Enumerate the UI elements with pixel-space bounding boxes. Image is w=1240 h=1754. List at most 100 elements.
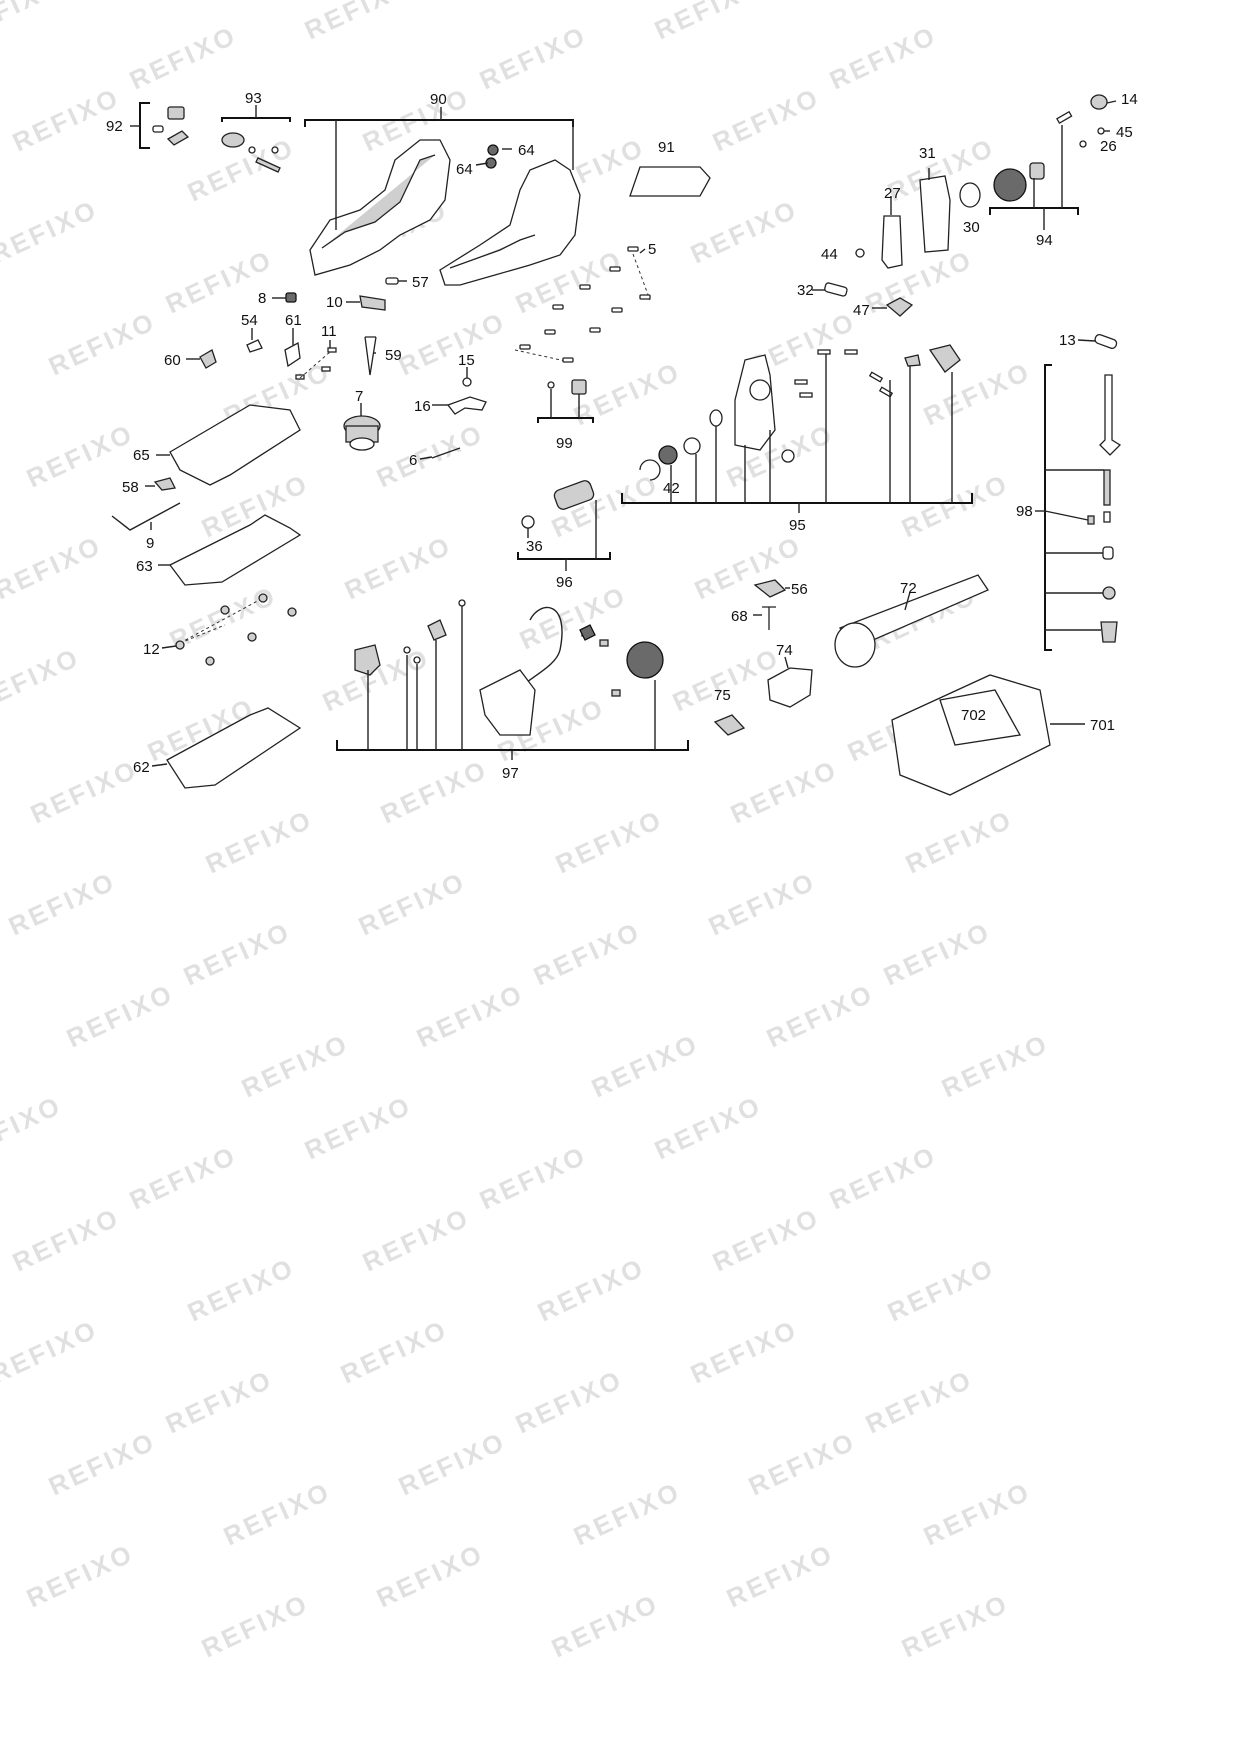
watermark-text: REFIXO xyxy=(62,978,179,1054)
callout-90: 90 xyxy=(430,91,447,108)
watermark-text: REFIXO xyxy=(722,1538,839,1614)
watermark-text: REFIXO xyxy=(861,1364,978,1440)
watermark-text: REFIXO xyxy=(475,20,592,96)
callout-15: 15 xyxy=(458,352,475,369)
callout-13: 13 xyxy=(1059,332,1076,349)
watermark-text: REFIXO xyxy=(919,1476,1036,1552)
callout-labels: 92 93 90 64 64 91 31 27 14 45 26 30 94 4… xyxy=(106,90,1138,782)
callout-5: 5 xyxy=(648,241,656,258)
part-92-clips xyxy=(152,106,190,146)
watermark-text: REFIXO xyxy=(237,1028,354,1104)
watermark-text: REFIXO xyxy=(44,306,161,382)
part-95-drive-assembly xyxy=(639,344,961,481)
watermark-text: REFIXO xyxy=(0,1314,103,1390)
watermark-text: REFIXO xyxy=(825,20,942,96)
part-54 xyxy=(246,339,263,353)
callout-7: 7 xyxy=(355,388,363,405)
callout-94: 94 xyxy=(1036,232,1053,249)
part-59-spring xyxy=(364,336,377,376)
watermark-text: REFIXO xyxy=(686,1314,803,1390)
watermark-text: REFIXO xyxy=(372,418,489,494)
callout-61: 61 xyxy=(285,312,302,329)
callout-58: 58 xyxy=(122,479,139,496)
callout-44: 44 xyxy=(821,246,838,263)
part-72-dust-tube xyxy=(834,574,989,668)
callout-16: 16 xyxy=(414,398,431,415)
watermark-text: REFIXO xyxy=(937,1028,1054,1104)
part-5-screws xyxy=(514,246,651,363)
watermark-text: REFIXO xyxy=(125,1140,242,1216)
watermark-text: REFIXO xyxy=(4,866,121,942)
callout-14: 14 xyxy=(1121,91,1138,108)
watermark-text: REFIXO xyxy=(0,0,67,45)
watermark-text: REFIXO xyxy=(897,1588,1014,1664)
watermark-text: REFIXO xyxy=(0,1090,67,1166)
callout-98: 98 xyxy=(1016,503,1033,520)
part-31-27-blade-clamp xyxy=(881,175,981,269)
part-44-32-47 xyxy=(824,248,914,317)
callout-59: 59 xyxy=(385,347,402,364)
part-16-bracket xyxy=(446,396,487,415)
callout-702: 702 xyxy=(961,707,986,724)
callout-8: 8 xyxy=(258,290,266,307)
watermark-text: REFIXO xyxy=(668,642,785,718)
callout-64: 64 xyxy=(518,142,535,159)
part-56 xyxy=(753,579,787,598)
watermark-text: REFIXO xyxy=(901,804,1018,880)
callout-27: 27 xyxy=(884,185,901,202)
watermark-text: REFIXO xyxy=(8,1202,125,1278)
part-96-armature xyxy=(521,480,595,529)
watermark-text: REFIXO xyxy=(300,0,417,45)
watermark-text: REFIXO xyxy=(412,978,529,1054)
watermark-text: REFIXO xyxy=(183,1252,300,1328)
watermark-text: REFIXO xyxy=(394,306,511,382)
callout-63: 63 xyxy=(136,558,153,575)
callout-54: 54 xyxy=(241,312,258,329)
callout-75: 75 xyxy=(714,687,731,704)
part-68-screw xyxy=(762,606,776,630)
part-90-housing xyxy=(309,139,581,286)
watermark-text: REFIXO xyxy=(650,0,767,45)
part-58 xyxy=(153,477,176,491)
part-9-hex-key xyxy=(111,502,181,531)
watermark-text: REFIXO xyxy=(0,642,85,718)
callout-12: 12 xyxy=(143,641,160,658)
part-75 xyxy=(713,714,746,736)
callout-60: 60 xyxy=(164,352,181,369)
callout-64: 64 xyxy=(456,161,473,178)
watermark-text: REFIXO xyxy=(883,1252,1000,1328)
callout-96: 96 xyxy=(556,574,573,591)
part-98-plunger-parts xyxy=(1087,374,1122,643)
watermark-text: REFIXO xyxy=(650,1090,767,1166)
callout-97: 97 xyxy=(502,765,519,782)
watermark-text: REFIXO xyxy=(587,1028,704,1104)
part-93-small-parts xyxy=(221,132,281,173)
watermark-text: REFIXO xyxy=(529,916,646,992)
callout-72: 72 xyxy=(900,580,917,597)
watermark-text: REFIXO xyxy=(179,916,296,992)
callout-45: 45 xyxy=(1116,124,1133,141)
callout-6: 6 xyxy=(409,452,417,469)
callout-31: 31 xyxy=(919,145,936,162)
watermark-text: REFIXO xyxy=(569,1476,686,1552)
part-11-pins xyxy=(295,347,337,380)
watermark-text: REFIXO xyxy=(44,1426,161,1502)
watermark-text: REFIXO xyxy=(547,1588,664,1664)
watermark-text: REFIXO xyxy=(219,1476,336,1552)
callout-95: 95 xyxy=(789,517,806,534)
part-62-shoe xyxy=(166,707,302,789)
callout-93: 93 xyxy=(245,90,262,107)
part-10 xyxy=(359,295,386,311)
watermark-text: REFIXO xyxy=(533,1252,650,1328)
callout-92: 92 xyxy=(106,118,123,135)
callout-11: 11 xyxy=(321,323,337,340)
watermark-text: REFIXO xyxy=(726,754,843,830)
watermark-text: REFIXO xyxy=(704,866,821,942)
watermark-text: REFIXO xyxy=(26,754,143,830)
watermark-text: REFIXO xyxy=(475,1140,592,1216)
watermark-text: REFIXO xyxy=(515,580,632,656)
watermark-text: REFIXO xyxy=(686,194,803,270)
callout-68: 68 xyxy=(731,608,748,625)
part-65-shoe xyxy=(169,404,301,486)
